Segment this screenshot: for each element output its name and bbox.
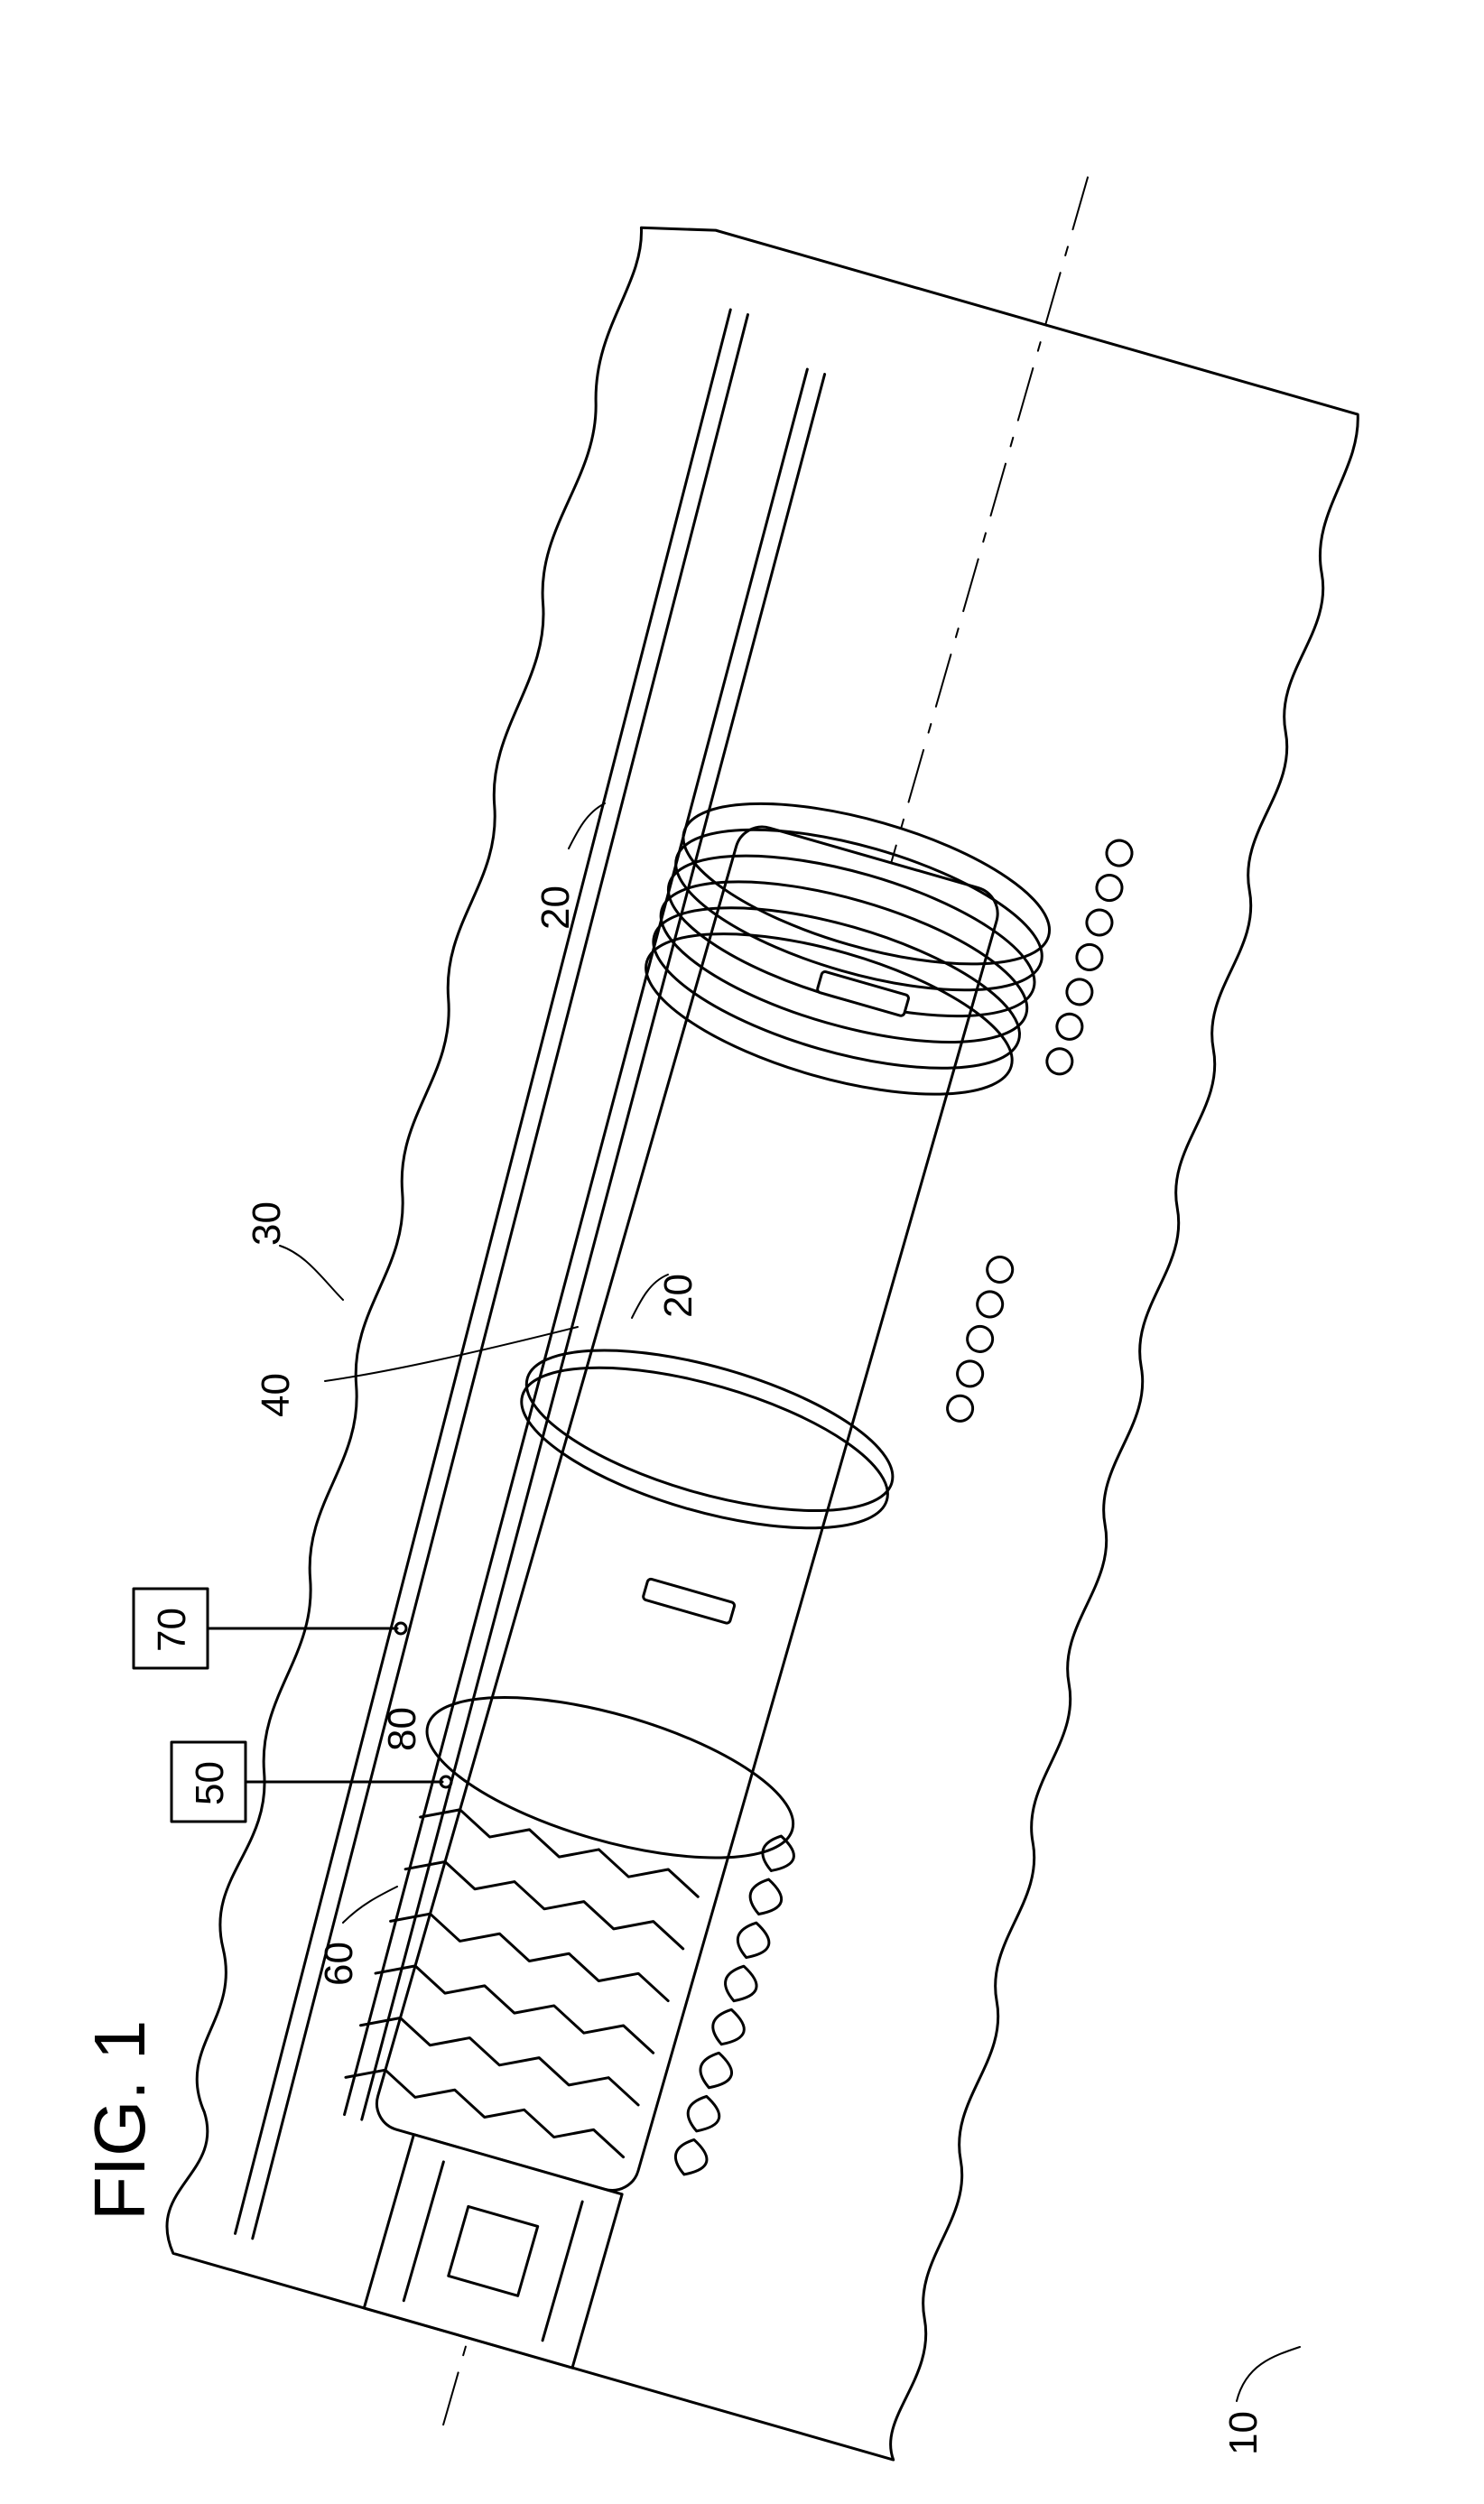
label-20-lower: 20: [656, 1274, 700, 1318]
figure-title: FIG. 1: [79, 2020, 160, 2221]
engine-drawing: [42, 53, 1484, 2504]
label-60: 60: [317, 1942, 361, 1986]
label-20-upper: 20: [533, 886, 578, 930]
label-80: 80: [380, 1707, 424, 1751]
leader-20-upper: [569, 803, 605, 849]
label-50: 50: [188, 1761, 232, 1805]
label-10: 10: [1221, 2411, 1266, 2455]
leader-30: [280, 1246, 343, 1300]
leader-10: [1237, 2347, 1300, 2401]
label-40: 40: [254, 1373, 298, 1417]
label-30: 30: [245, 1201, 289, 1246]
leader-60: [343, 1887, 397, 1923]
label-70: 70: [150, 1608, 194, 1652]
